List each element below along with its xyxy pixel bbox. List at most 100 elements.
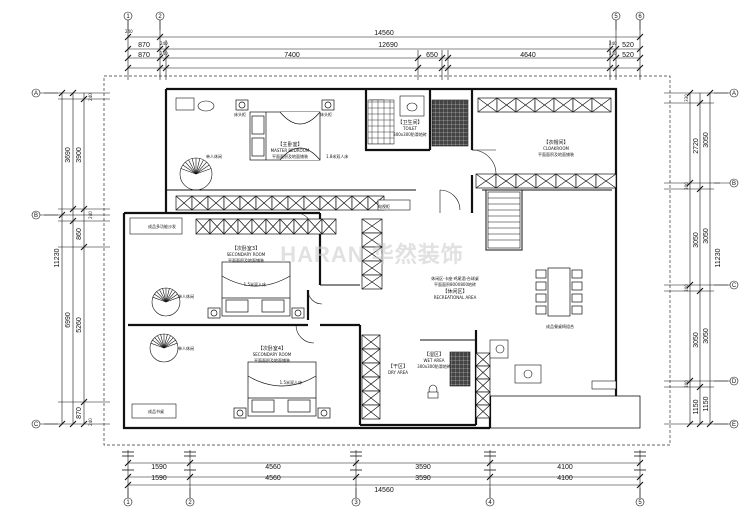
cabinet-cross	[534, 97, 555, 113]
dim-right-small: 300	[684, 380, 689, 388]
dim-right-total: 11230	[715, 248, 722, 267]
cabinet-cross	[251, 218, 267, 235]
axis-label: B	[34, 213, 38, 219]
cabinet-cross	[515, 173, 537, 189]
lounge-chair-rib	[188, 159, 197, 175]
axis-label: 5	[614, 14, 618, 20]
walls	[122, 87, 618, 430]
dim-left-total: 11230	[54, 248, 61, 267]
dim-top-small: 240	[609, 41, 617, 46]
axis-label: C	[732, 283, 737, 289]
left-dimension-text: 11230 3690 6990 3900 860 5260 870 240 24…	[54, 93, 93, 426]
cabinet-cross	[239, 195, 257, 211]
room-wet-cn: 【湿区】	[424, 351, 444, 358]
desks	[129, 97, 411, 419]
dim-bottom: 1590	[151, 475, 167, 482]
dim-left: 3900	[76, 147, 83, 163]
cabinet-cross	[475, 378, 491, 393]
axis-label: E	[732, 422, 736, 428]
bottom-dimension-text: 1590 4560 3590 4100 1590 4560 3590 4100 …	[151, 464, 573, 494]
label-chair: 单人休闲	[206, 153, 222, 159]
label-chair: 单人休闲	[178, 345, 194, 351]
room-dry-cn: 【干区】	[388, 364, 408, 370]
cabinet-cross	[515, 97, 536, 113]
label-bed-master: 1.8米双人床	[326, 153, 348, 159]
dim-left: 6990	[65, 312, 72, 328]
right-dimension-text: 2720 3050 3050 1150 3050 3050 3050 1150 …	[684, 94, 722, 415]
axis-label: 1	[126, 14, 130, 20]
lounge-chair-rib	[154, 337, 165, 349]
lounge-chair-rib	[195, 158, 201, 175]
dim-top: 650	[426, 52, 438, 59]
dim-top: 4640	[520, 52, 536, 59]
dim-bottom: 1590	[151, 464, 167, 471]
lounge-chair-rib	[163, 342, 178, 349]
dim-bottom: 4100	[557, 475, 573, 482]
cabinet-cross	[575, 173, 597, 189]
top-dimensions	[124, 14, 644, 80]
label-bed3: 1.5米双人床	[244, 281, 266, 287]
fixtures	[399, 95, 641, 429]
cabinet-cross	[279, 218, 295, 235]
cabinet-cross	[361, 274, 383, 290]
axis-label: 4	[488, 500, 492, 506]
cabinet-cross	[175, 195, 193, 211]
lounge-chair-rib	[182, 164, 197, 175]
axis-label: B	[732, 181, 736, 187]
cabinet-cross	[361, 334, 381, 350]
room-second4-cn: 【次卧室4】	[258, 345, 286, 352]
lounge-chair-rib	[163, 339, 176, 349]
room-master-cn: 【主卧室】	[277, 141, 302, 148]
cabinet-cross	[319, 195, 337, 211]
cabinet-cross	[335, 195, 353, 211]
bed-room3	[207, 261, 305, 319]
axis-label: C	[34, 422, 39, 428]
dim-right: 2720	[693, 138, 700, 154]
dim-bottom: 4560	[265, 464, 281, 471]
dining-table	[535, 267, 583, 317]
cabinet-cross	[555, 173, 577, 189]
dim-bottom: 4100	[557, 464, 573, 471]
site-boundary	[103, 75, 671, 446]
cabinet-cross	[496, 97, 517, 113]
room-toilet-note: 300x300防滑地砖	[393, 131, 427, 137]
axis-label: 6	[638, 14, 642, 20]
axis-bubbles	[31, 11, 739, 507]
cabinet-cross	[361, 260, 383, 276]
lounge-chair-rib	[165, 289, 173, 303]
dim-left-small: 240	[88, 93, 93, 101]
axis-label: A	[732, 91, 736, 97]
dim-right: 3050	[703, 228, 710, 244]
lounge-chair-rib	[163, 337, 174, 349]
label-tv: 电视柜	[378, 203, 390, 209]
staircase	[487, 191, 521, 249]
cabinet-cross	[271, 195, 289, 211]
cabinet-cross	[351, 195, 369, 211]
dim-top-small: 240	[160, 41, 168, 46]
toilet-floor	[367, 99, 395, 145]
lounge-chair-rib	[150, 342, 165, 349]
dim-right: 1150	[703, 396, 710, 411]
lounge-chair-rib	[152, 296, 167, 303]
label-table: 成品餐桌椅组合	[546, 323, 574, 329]
dim-right-small: 300	[684, 284, 689, 292]
cabinet-cross	[361, 404, 381, 420]
cabinet-cross	[572, 97, 593, 113]
dim-left-small: 240	[88, 211, 93, 219]
lounge-chair-rib	[165, 296, 180, 303]
inner-walls	[166, 189, 612, 341]
top-dimension-text: 14560 870 12690 520 870 7400 650 4640 52…	[125, 29, 634, 59]
cabinet-cross	[287, 195, 305, 211]
dim-bottom-total: 14560	[374, 487, 394, 494]
lounge-chairs	[149, 157, 213, 363]
axis-label: 2	[158, 14, 162, 20]
room-toilet-en: TOILET	[402, 126, 418, 131]
dim-right-small: 330	[684, 94, 689, 102]
dim-right: 3050	[693, 332, 700, 348]
dim-right: 1150	[693, 399, 700, 414]
cabinet-cross	[293, 218, 309, 235]
room-cloak-note: 平面面积及地面铺装	[538, 151, 574, 157]
cabinet-cross	[321, 218, 337, 235]
dim-left-small: 240	[88, 418, 93, 426]
watermark: HARAN 华然装饰	[280, 242, 464, 267]
